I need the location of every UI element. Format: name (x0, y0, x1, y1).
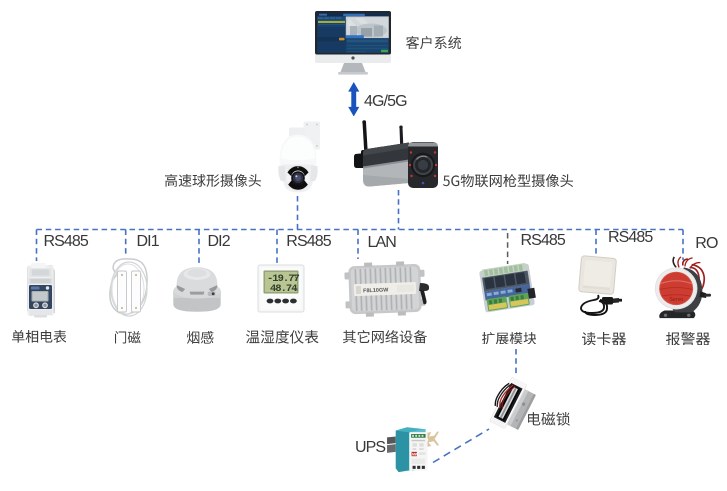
svg-text:℃: ℃ (293, 274, 298, 279)
svg-text:F8L10GW: F8L10GW (363, 287, 389, 294)
svg-text:-19.77: -19.77 (267, 273, 300, 285)
svg-text:48.74: 48.74 (270, 283, 297, 295)
svg-text:Servo: Servo (669, 297, 683, 303)
svg-text:%: % (294, 287, 298, 292)
svg-text:MW: MW (412, 452, 419, 456)
